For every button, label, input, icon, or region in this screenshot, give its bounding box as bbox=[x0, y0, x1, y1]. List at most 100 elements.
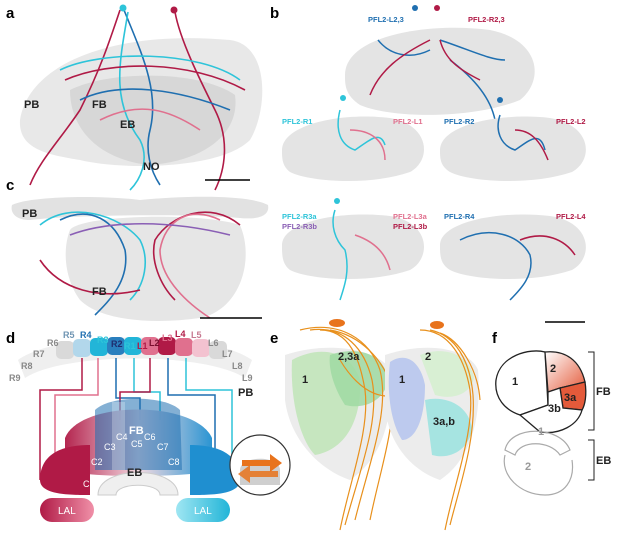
glom-r7: R7 bbox=[33, 349, 45, 359]
panel-b-r2-neuron-red bbox=[514, 129, 549, 161]
col-c6: C6 bbox=[144, 432, 156, 442]
inset-arrow-right-icon bbox=[242, 454, 282, 472]
panel-b-r1-neuron-pink bbox=[349, 129, 386, 161]
panel-f-eb-ring1 bbox=[504, 430, 571, 456]
glom-r5: R5 bbox=[63, 330, 75, 340]
lal-right-box bbox=[176, 498, 230, 522]
panel-e-right-region1-label: 1 bbox=[399, 374, 405, 386]
panel-f-fb-bracket bbox=[588, 351, 595, 431]
panel-b: b PFL2-L2,3 PFL2-R2,3 PFL2-R1 PFL2-L1 PF… bbox=[270, 5, 586, 323]
fb-column-labels: C1 C2 C3 C4 C5 C6 C7 C8 C9 bbox=[83, 432, 188, 489]
col-c8: C8 bbox=[168, 457, 180, 467]
panel-a-fb-label: FB bbox=[92, 99, 107, 111]
panel-b-top-right-label: PFL2-R2,3 bbox=[468, 15, 505, 24]
panel-a-neurons bbox=[29, 9, 246, 191]
pb-glomerulus-labels: R9 R8 R7 R6 R5 R4 R3 R2 R1 L1 L2 L3 L4 L… bbox=[9, 329, 253, 383]
panel-a-letter: a bbox=[6, 5, 15, 22]
panel-f-eb1-label: 1 bbox=[538, 426, 544, 438]
panel-e-left-region1-label: 1 bbox=[302, 374, 308, 386]
panel-b-letter: b bbox=[270, 5, 279, 22]
panel-b-r3b-right-label: PFL2-L3b bbox=[393, 222, 428, 231]
lal-left-box bbox=[40, 498, 94, 522]
panel-b-r1-left-label: PFL2-R1 bbox=[282, 117, 312, 126]
panel-e: e 1 2,3a 1 2 3a,b bbox=[270, 319, 481, 531]
glom-l6: L6 bbox=[208, 338, 219, 348]
panel-b-r2-soma bbox=[497, 97, 503, 103]
panel-f-eb-ring2 bbox=[503, 454, 574, 496]
panel-c-pb-shape bbox=[11, 196, 269, 220]
panel-e-left-region2-label: 2,3a bbox=[338, 351, 360, 363]
panel-b-r3-soma bbox=[334, 198, 340, 204]
panel-b-r3a-left-label: PFL2-R3a bbox=[282, 212, 317, 221]
col-c3: C3 bbox=[104, 442, 116, 452]
panel-d-eb-shape bbox=[97, 472, 179, 496]
panel-b-r4-right-label: PFL2-L4 bbox=[556, 212, 586, 221]
panel-f-eb-label: EB bbox=[596, 455, 611, 467]
glom-r8: R8 bbox=[21, 361, 33, 371]
panel-b-r2-neuron-blue bbox=[497, 114, 546, 151]
glom-l1: L1 bbox=[137, 341, 148, 351]
panel-f-eb-bracket bbox=[588, 439, 595, 481]
glom-r1: R1 bbox=[124, 341, 136, 351]
col-c1: C1 bbox=[83, 479, 95, 489]
panel-a-soma-red bbox=[170, 6, 178, 14]
panel-b-r1-soma bbox=[340, 95, 346, 101]
glom-l7: L7 bbox=[222, 349, 233, 359]
panel-d-eb-label: EB bbox=[127, 467, 142, 479]
panel-a-soma-cyan bbox=[119, 4, 127, 12]
panel-b-top-neuron-red bbox=[369, 39, 481, 96]
panel-e-right-region1 bbox=[388, 357, 425, 440]
panel-b-top-soma-blue bbox=[412, 5, 418, 11]
panel-f-r3a-label: 3a bbox=[564, 392, 577, 404]
panel-c-pb-label: PB bbox=[22, 208, 37, 220]
panel-b-r3-neuron-pink bbox=[354, 234, 391, 271]
panel-e-right-somas bbox=[430, 321, 444, 329]
panel-c-neurons bbox=[39, 211, 241, 319]
panel-b-r4-brain bbox=[440, 214, 586, 280]
panel-a-pb-label: PB bbox=[24, 99, 39, 111]
glom-r3: R3 bbox=[97, 335, 109, 345]
panel-f-region1 bbox=[495, 350, 549, 416]
panel-e-letter: e bbox=[270, 330, 278, 347]
panel-f-r3b-label: 3b bbox=[548, 403, 561, 415]
inset-arrow-left-icon bbox=[238, 465, 278, 483]
panel-e-right-region3-label: 3a,b bbox=[433, 416, 455, 428]
panel-b-r3-neuron-cyan bbox=[332, 209, 348, 301]
col-c7: C7 bbox=[157, 442, 169, 452]
col-c4: C4 bbox=[116, 432, 128, 442]
glom-l5: L5 bbox=[191, 330, 202, 340]
panel-d-fb-label: FB bbox=[129, 425, 144, 437]
panel-e-right-region2 bbox=[420, 351, 474, 397]
panel-c-letter: c bbox=[6, 177, 14, 194]
panel-b-r3-brain bbox=[282, 214, 424, 280]
lal-left-label: LAL bbox=[58, 506, 76, 517]
panel-f: f 1 2 3a 3b 1 2 FB EB bbox=[492, 330, 611, 496]
panel-b-top-soma-red bbox=[434, 5, 440, 11]
col-c2: C2 bbox=[91, 457, 103, 467]
col-c9: C9 bbox=[176, 479, 188, 489]
panel-e-left-somas bbox=[329, 319, 345, 327]
glom-l4: L4 bbox=[175, 329, 186, 339]
panel-b-r1-neuron-cyan bbox=[337, 109, 386, 151]
panel-b-r3b-left-label: PFL2-R3b bbox=[282, 222, 317, 231]
panel-b-r2-right-label: PFL2-L2 bbox=[556, 117, 586, 126]
panel-e-right-region2-label: 2 bbox=[425, 351, 431, 363]
panel-a-no-label: NO bbox=[143, 161, 160, 173]
panel-d: d R9 R8 R7 R6 R5 R4 R3 R2 R1 L1 L2 bbox=[6, 329, 291, 522]
glom-r4: R4 bbox=[80, 330, 92, 340]
panel-b-r4-neuron-blue bbox=[459, 232, 532, 301]
panel-f-eb2-label: 2 bbox=[525, 461, 531, 473]
glom-l9: L9 bbox=[242, 373, 253, 383]
panel-f-fb-label: FB bbox=[596, 386, 611, 398]
glom-r6: R6 bbox=[47, 338, 59, 348]
panel-f-r2-label: 2 bbox=[550, 363, 556, 375]
panel-a-eb-label: EB bbox=[120, 119, 135, 131]
glom-l8: L8 bbox=[232, 361, 243, 371]
panel-b-r1-right-label: PFL2-L1 bbox=[393, 117, 423, 126]
panel-f-region3b bbox=[518, 387, 583, 434]
glom-l2: L2 bbox=[149, 338, 160, 348]
panel-a: a PB FB EB NO bbox=[6, 4, 263, 191]
panel-b-top-left-label: PFL2-L2,3 bbox=[368, 15, 404, 24]
panel-b-r4-left-label: PFL2-R4 bbox=[444, 212, 475, 221]
